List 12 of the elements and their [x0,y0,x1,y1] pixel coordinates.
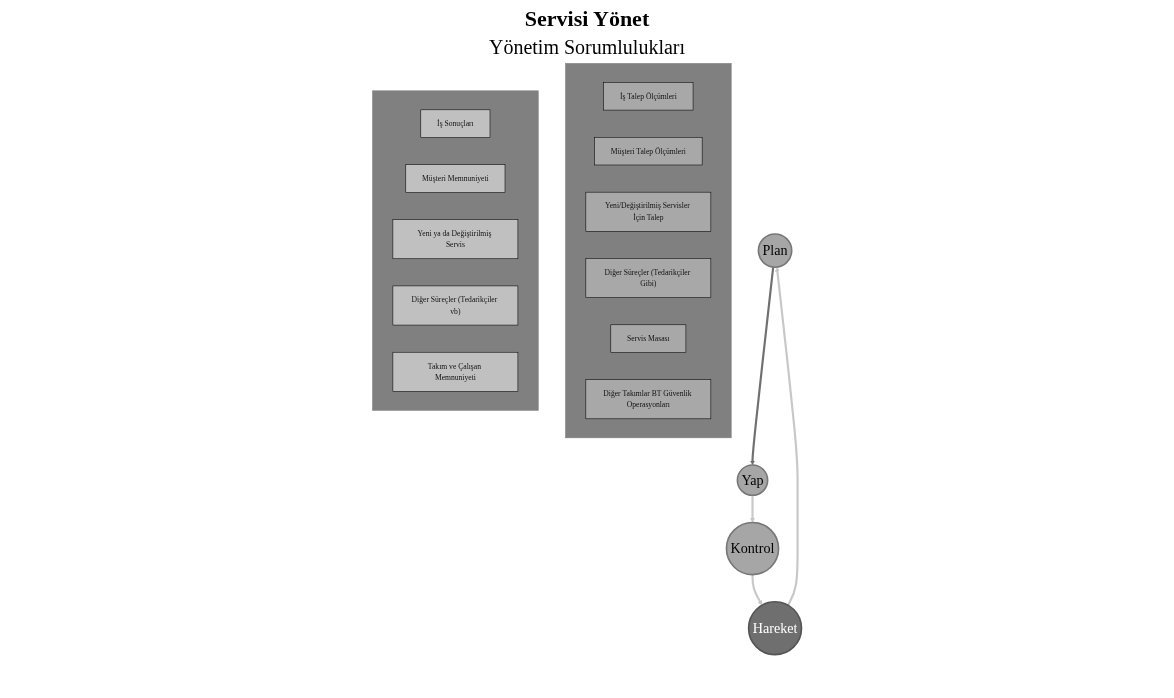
cluster [565,63,732,439]
node-circle: Kontrol [725,521,780,576]
arrow [751,574,763,606]
subtitle: Yönetim Sorumlulukları [487,36,687,59]
node-circle: Plan [757,233,793,269]
cluster [372,90,539,411]
node-circle: Hareket [747,600,803,656]
arrow [750,267,775,466]
arrow [775,266,799,606]
arrow [750,495,755,523]
diagram-title: Servisi Yönet [523,6,651,32]
node-circle: Yap [736,464,769,497]
